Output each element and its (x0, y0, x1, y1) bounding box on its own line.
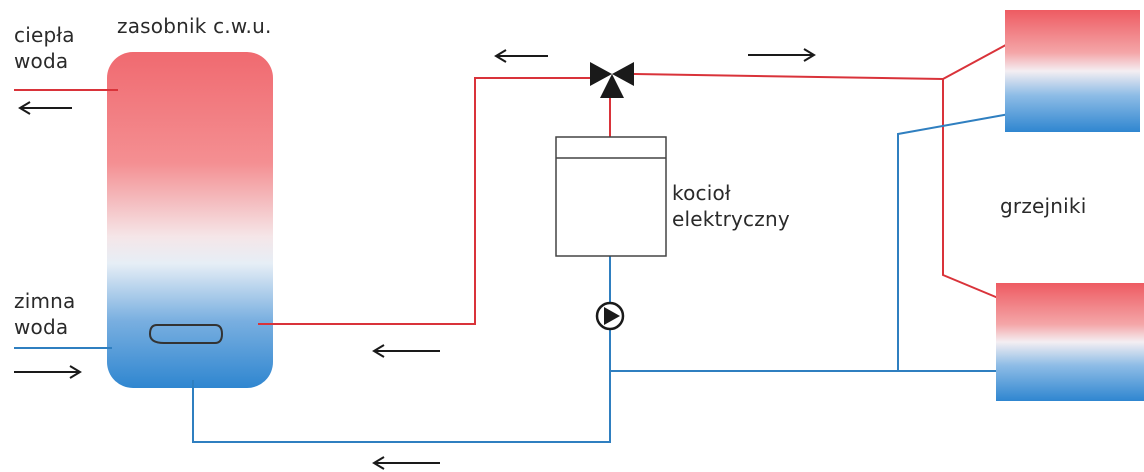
three-way-valve-icon (590, 62, 634, 98)
coil-return-pipe (192, 256, 611, 443)
flow-arrow-icon (494, 49, 548, 63)
radiators-label: grzejniki (1000, 194, 1087, 218)
radiator-upper (1005, 10, 1140, 132)
boiler-label: kocioł elektryczny (672, 181, 790, 231)
cold-water-label: zimna woda (14, 289, 76, 339)
flow-arrow-icon (14, 365, 82, 379)
radiator-supply-pipe (633, 39, 1016, 81)
hot-water-label: ciepła woda (14, 23, 75, 73)
flow-arrow-icon (372, 456, 440, 470)
flow-arrow-icon (18, 101, 72, 115)
electric-boiler (555, 136, 667, 257)
circulation-pump-icon (595, 301, 625, 331)
tank-label: zasobnik c.w.u. (117, 14, 272, 38)
flow-arrow-icon (748, 48, 816, 62)
flow-arrow-icon (372, 344, 440, 358)
radiator-return-pipe (897, 112, 1016, 371)
hot-water-tank (107, 52, 273, 388)
radiator-lower (996, 283, 1144, 401)
tank-heat-exchanger-coil (148, 324, 224, 344)
coil-supply-pipe (258, 77, 592, 325)
radiator-supply-branch (942, 79, 1004, 301)
